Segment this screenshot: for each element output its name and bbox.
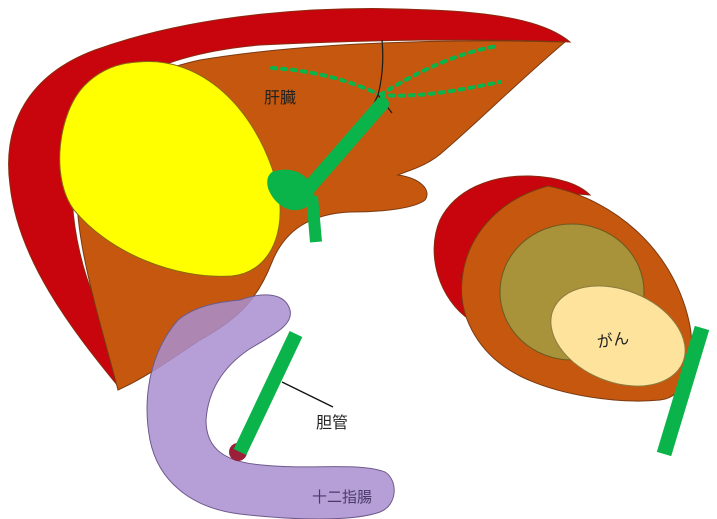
duodenum-label: 十二指腸 xyxy=(312,488,372,506)
tumor-core xyxy=(550,285,686,387)
cancer-label: がん xyxy=(596,328,630,351)
gallbladder xyxy=(59,60,281,277)
liver-label: 肝臓 xyxy=(264,88,296,107)
bile-duct-upper-segment xyxy=(293,97,389,205)
bile-duct-pointer-line xyxy=(281,381,334,408)
upper-bile-duct xyxy=(267,97,389,243)
duodenum xyxy=(146,294,395,519)
section-bile-duct xyxy=(656,325,710,457)
hepatic-bile-duct-branches xyxy=(270,44,502,98)
lower-bile-duct xyxy=(229,330,334,461)
bile-duct-lower-segment xyxy=(233,330,303,456)
tumor-cross-section xyxy=(433,175,710,457)
bile-duct-stub xyxy=(306,195,322,243)
bile-duct-label: 胆管 xyxy=(316,413,348,432)
